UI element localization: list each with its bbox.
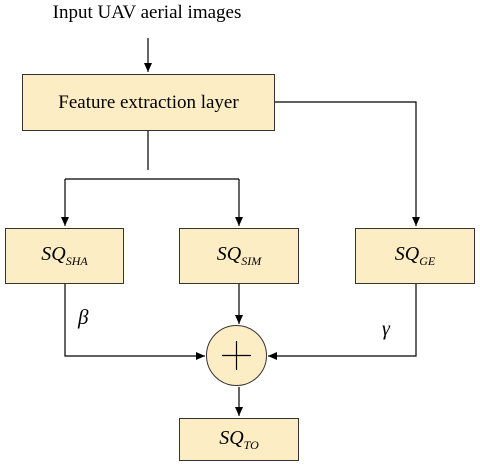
arrow-sha-to-sum <box>64 283 205 360</box>
input-label: Input UAV aerial images <box>52 2 242 23</box>
arrow-to-ge <box>275 101 420 226</box>
sum-node <box>206 325 267 386</box>
arrow-ge-to-sum <box>268 283 417 360</box>
sq-ge-box: SQGE <box>355 228 475 284</box>
sq-to-box: SQTO <box>179 418 299 461</box>
feature-extraction-box: Feature extraction layer <box>22 74 275 131</box>
sq-to-label: SQTO <box>219 426 259 452</box>
feature-extraction-label: Feature extraction layer <box>58 91 239 113</box>
sq-sha-box: SQSHA <box>5 228 124 284</box>
sq-sim-box: SQSIM <box>179 228 299 284</box>
sq-sha-label: SQSHA <box>41 243 88 268</box>
sq-ge-label: SQGE <box>394 243 436 268</box>
gamma-weight-label: γ <box>382 318 390 340</box>
plus-icon <box>222 341 251 370</box>
sq-sim-label: SQSIM <box>216 243 262 268</box>
beta-weight-label: β <box>78 305 89 329</box>
